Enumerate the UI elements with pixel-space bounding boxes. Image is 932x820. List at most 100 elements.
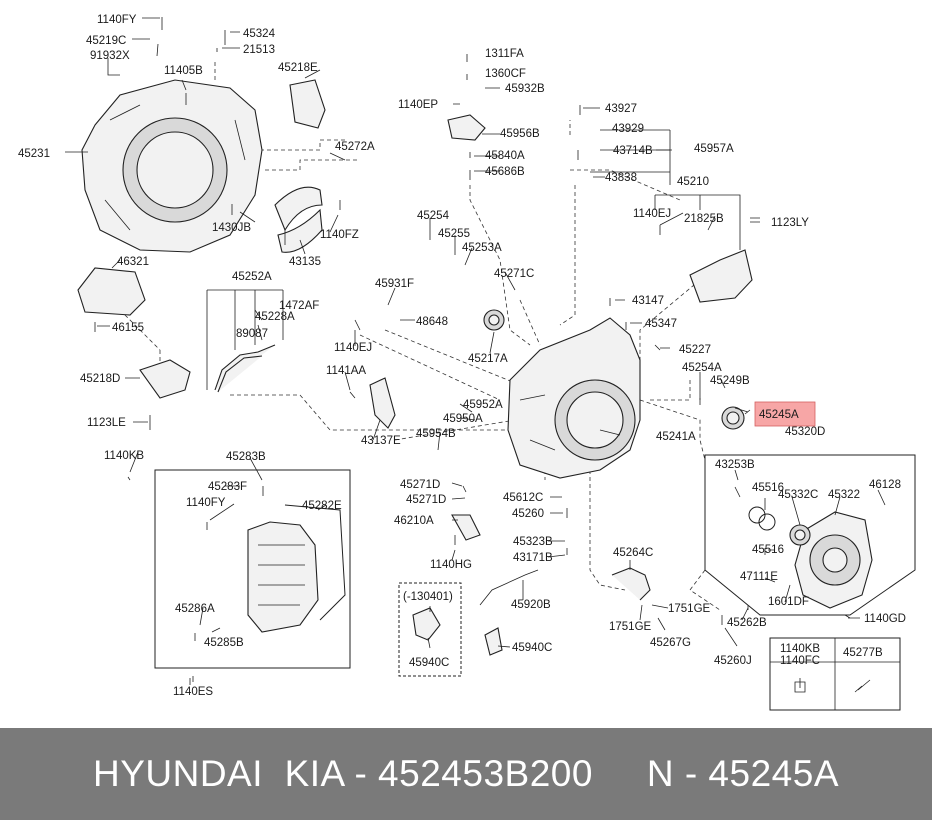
part-label: 1141AA — [326, 365, 366, 377]
part-label: 45956B — [500, 128, 540, 140]
exploded-parts-diagram: 1140FY 45324 45219C 21513 91932X 11405B … — [18, 14, 916, 711]
part-label: 45957A — [694, 143, 734, 155]
part-label: 46321 — [117, 256, 149, 268]
part-label: 45686B — [485, 166, 525, 178]
part-label: 43171B — [513, 552, 553, 564]
pipe-45264C — [611, 567, 651, 601]
seal-45332C — [789, 524, 811, 546]
part-label: 45260J — [714, 655, 752, 667]
part-label: 45218D — [80, 373, 120, 385]
part-label: 43714B — [613, 145, 653, 157]
part-label: 91932X — [90, 50, 130, 62]
legend-label: 1140FC — [780, 655, 820, 667]
group-boxes — [154, 129, 916, 677]
part-label: 45272A — [335, 141, 375, 153]
part-label: 45252A — [232, 271, 272, 283]
part-label: 45210 — [677, 176, 709, 188]
part-label: 21513 — [243, 44, 275, 56]
part-label: 48648 — [416, 316, 448, 328]
part-number-banner: HYUNDAI KIA - 452453B200 N - 45245A — [0, 728, 932, 820]
part-label: 1430JB — [212, 222, 251, 234]
part-label: 1123LE — [87, 417, 126, 429]
part-label: 1140GD — [864, 613, 906, 625]
legend-label: 45277B — [843, 647, 883, 659]
part-label: 45260 — [512, 508, 544, 520]
bracket-45210 — [689, 249, 753, 303]
part-label: 1123LY — [771, 217, 809, 229]
part-label: (-130401) — [403, 591, 453, 603]
part-label: 45940C — [409, 657, 449, 669]
bracket-45218D — [139, 359, 191, 399]
part-label: 1140FY — [186, 497, 226, 509]
part-label: 45920B — [511, 599, 551, 611]
filter-assembly — [77, 267, 146, 316]
part-label: 45320D — [785, 426, 825, 438]
part-label: 1140KB — [104, 450, 144, 462]
lever-45940C — [412, 607, 503, 656]
bracket-45218E — [289, 79, 326, 129]
rod-45920B — [479, 569, 539, 606]
part-label: 1360CF — [485, 68, 526, 80]
part-label: 45228A — [255, 311, 295, 323]
part-label: 45952A — [463, 399, 503, 411]
part-label: 45950A — [443, 413, 483, 425]
part-label: 45332C — [778, 489, 818, 501]
legend-label: 1140KB — [780, 643, 820, 655]
part-label: 45612C — [503, 492, 543, 504]
fastener-legend-table — [769, 637, 901, 711]
part-label: 1140HG — [430, 559, 472, 571]
leader-lines — [65, 17, 886, 682]
part-label: 45322 — [828, 489, 860, 501]
part-label: 47111E — [740, 571, 778, 583]
part-label: 1140ES — [173, 686, 213, 698]
part-label: 1140FZ — [320, 229, 359, 241]
part-label: 45264C — [613, 547, 653, 559]
part-label: 45218E — [278, 62, 318, 74]
part-label: 45286A — [175, 603, 215, 615]
part-label: 45840A — [485, 150, 525, 162]
part-label: 45271D — [406, 494, 446, 506]
part-label: 45516 — [752, 482, 784, 494]
part-label: 45262B — [727, 617, 767, 629]
part-label: 45254A — [682, 362, 722, 374]
part-label: 45219C — [86, 35, 126, 47]
o-rings-45516 — [748, 506, 776, 531]
part-labels: 1140FY 45324 45219C 21513 91932X 11405B … — [18, 14, 906, 698]
part-label: 46128 — [869, 479, 901, 491]
rear-cover — [794, 511, 873, 609]
part-label: 1472AF — [279, 300, 319, 312]
part-label: 45217A — [468, 353, 508, 365]
part-label: 45271D — [400, 479, 440, 491]
part-label: 1311FA — [485, 48, 524, 60]
bolts-and-fasteners — [94, 17, 851, 685]
part-label: 45271C — [494, 268, 534, 280]
part-label: 45347 — [645, 318, 677, 330]
part-label: 43838 — [605, 172, 637, 184]
actuator-45956B — [447, 114, 486, 141]
transmission-housing-left — [81, 79, 263, 253]
part-label: 43253B — [715, 459, 755, 471]
hose-45252A — [214, 344, 276, 393]
part-label: 45255 — [438, 228, 470, 240]
plate-46210A — [451, 514, 481, 541]
part-label: 45283B — [226, 451, 266, 463]
part-label: 1751GE — [609, 621, 652, 633]
part-label: 1140EP — [398, 99, 438, 111]
part-label: 45253A — [462, 242, 502, 254]
part-label: 43137E — [361, 435, 401, 447]
part-label-selected: 45245A — [759, 409, 799, 421]
part-label: 1140EJ — [633, 208, 671, 220]
part-label: 45516 — [752, 544, 784, 556]
part-label: 46155 — [112, 322, 144, 334]
seal-45217A — [483, 309, 505, 331]
part-label: 45285B — [204, 637, 244, 649]
bracket-43137E — [369, 377, 396, 429]
dashed-reference-lines — [109, 60, 721, 611]
part-label: 43147 — [632, 295, 664, 307]
part-label: 43929 — [612, 123, 644, 135]
part-label: 45324 — [243, 28, 276, 40]
part-label: 45932B — [505, 83, 545, 95]
part-label: 45940C — [512, 642, 552, 654]
part-label: 45954B — [416, 428, 456, 440]
part-number-text: HYUNDAI KIA - 452453B200 N - 45245A — [93, 753, 839, 794]
